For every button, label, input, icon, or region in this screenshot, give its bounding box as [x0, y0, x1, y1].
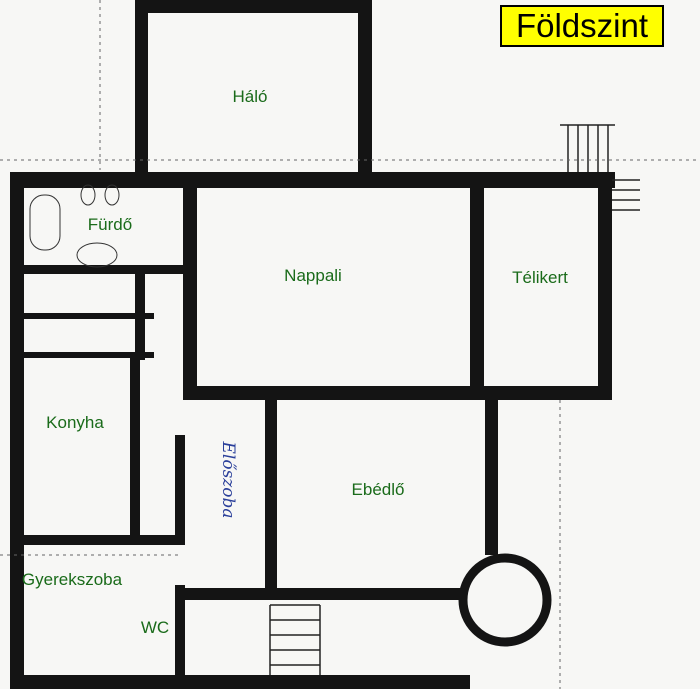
- room-label-wc: WC: [140, 618, 170, 637]
- wall: [598, 175, 612, 400]
- wall: [175, 585, 185, 689]
- walls: [10, 0, 615, 689]
- wall: [10, 172, 24, 689]
- room-label-gyerekszoba: Gyerekszoba: [21, 570, 123, 589]
- room-label-nappali: Nappali: [284, 266, 342, 285]
- wall: [470, 185, 484, 397]
- wall: [135, 270, 145, 360]
- wall: [265, 395, 277, 595]
- wall: [358, 0, 372, 178]
- fixtures: [29, 184, 120, 268]
- wall: [24, 313, 154, 319]
- wall: [135, 0, 372, 13]
- wall: [183, 185, 197, 400]
- wall: [183, 386, 612, 400]
- wall: [175, 435, 185, 545]
- wall: [24, 352, 154, 358]
- wall: [130, 355, 140, 540]
- round-tower: [458, 553, 552, 647]
- wall: [175, 588, 465, 600]
- wall: [24, 265, 184, 274]
- room-label-telikert: Télikert: [512, 268, 568, 287]
- wall: [10, 675, 470, 689]
- floor-title: Földszint: [500, 5, 664, 47]
- staircase-top-right: [560, 124, 640, 211]
- room-label-halo: Háló: [232, 87, 268, 106]
- room-label-konyha: Konyha: [46, 413, 104, 432]
- staircase-bottom: [269, 604, 321, 675]
- room-label-ebedlo: Ebédlő: [351, 480, 405, 499]
- wall: [485, 395, 498, 555]
- room-label-eloszoba: Előszoba: [218, 441, 238, 519]
- room-label-furdo: Fürdő: [87, 215, 133, 234]
- wall: [135, 0, 148, 178]
- wall: [10, 172, 615, 188]
- wall: [10, 535, 180, 545]
